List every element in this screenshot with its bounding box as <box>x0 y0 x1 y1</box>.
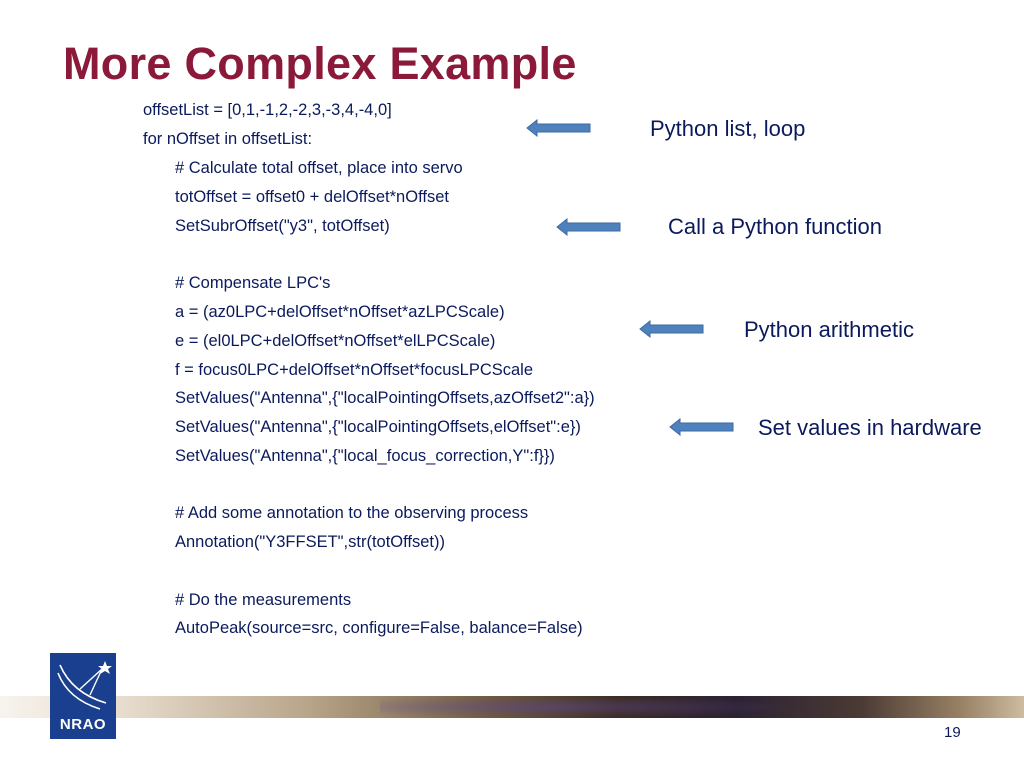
callout-call-python-function: Call a Python function <box>668 214 883 239</box>
slide-title: More Complex Example <box>63 38 577 89</box>
code-line: # Add some annotation to the observing p… <box>175 504 529 522</box>
code-line: totOffset = offset0 + delOffset*nOffset <box>175 188 449 206</box>
code-line: f = focus0LPC+delOffset*nOffset*focusLPC… <box>175 361 534 379</box>
nrao-logo-icon <box>57 661 112 710</box>
code-line: AutoPeak(source=src, configure=False, ba… <box>175 619 583 637</box>
callout-python-list-loop: Python list, loop <box>650 116 806 141</box>
code-line: offsetList = [0,1,-1,2,-2,3,-3,4,-4,0] <box>143 101 392 119</box>
code-line: a = (az0LPC+delOffset*nOffset*azLPCScale… <box>175 303 505 321</box>
code-line: SetSubrOffset("y3", totOffset) <box>175 217 390 235</box>
callout-set-values-hardware: Set values in hardware <box>758 415 982 440</box>
footer-band <box>0 696 1024 718</box>
left-arrow-icon <box>556 218 621 236</box>
code-line: SetValues("Antenna",{"local_focus_correc… <box>175 447 555 465</box>
code-line: # Compensate LPC's <box>175 274 331 292</box>
page-number: 19 <box>944 724 961 741</box>
code-line: e = (el0LPC+delOffset*nOffset*elLPCScale… <box>175 332 496 350</box>
left-arrow-icon <box>639 320 704 338</box>
logo-text: NRAO <box>59 716 107 733</box>
left-arrow-icon <box>526 119 591 137</box>
nrao-logo: NRAO <box>50 653 116 739</box>
code-line: # Do the measurements <box>175 591 352 609</box>
code-line: SetValues("Antenna",{"localPointingOffse… <box>175 418 581 436</box>
callout-python-arithmetic: Python arithmetic <box>744 317 914 342</box>
code-line: for nOffset in offsetList: <box>143 130 313 148</box>
code-line: # Calculate total offset, place into ser… <box>175 159 463 177</box>
code-line: SetValues("Antenna",{"localPointingOffse… <box>175 389 595 407</box>
left-arrow-icon <box>669 418 734 436</box>
code-line: Annotation("Y3FFSET",str(totOffset)) <box>175 533 445 551</box>
